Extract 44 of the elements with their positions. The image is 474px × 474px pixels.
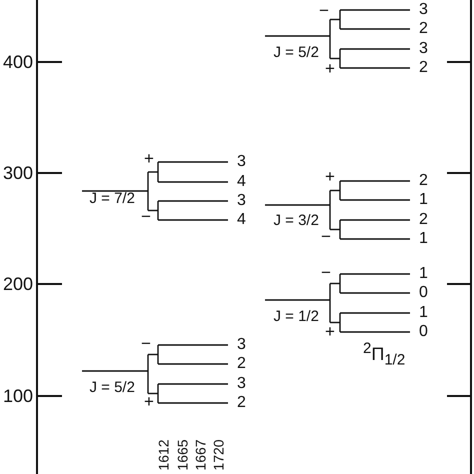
quantum-number-label: J = 1/2 bbox=[274, 308, 319, 324]
axis-tick-label: 300 bbox=[3, 164, 34, 182]
axis-tick-label: 400 bbox=[3, 53, 34, 71]
parity-sign: + bbox=[144, 150, 154, 166]
quantum-number-label: J = 5/2 bbox=[90, 380, 135, 394]
level-number: 2 bbox=[419, 173, 428, 189]
level-number: 1 bbox=[419, 266, 428, 282]
parity-sign: + bbox=[325, 322, 335, 340]
parity-sign: − bbox=[321, 264, 331, 280]
parity-sign: − bbox=[141, 334, 151, 352]
frequency-label: 1665 bbox=[175, 439, 190, 471]
level-number: 2 bbox=[419, 21, 428, 37]
level-number: 3 bbox=[237, 376, 246, 392]
level-number: 0 bbox=[419, 324, 428, 340]
frequency-label: 1720 bbox=[211, 439, 226, 471]
level-number: 1 bbox=[419, 305, 428, 321]
level-number: 2 bbox=[419, 212, 428, 228]
term-symbol: $^{2}$Π$_{1/2}$ bbox=[363, 340, 406, 368]
parity-sign: − bbox=[319, 2, 329, 18]
level-number: 1 bbox=[419, 192, 428, 208]
parity-sign: + bbox=[325, 168, 335, 184]
level-number: 1 bbox=[419, 231, 428, 247]
axis-tick-label: 200 bbox=[3, 275, 34, 293]
level-number: 2 bbox=[419, 60, 428, 76]
quantum-number-label: J = 3/2 bbox=[274, 212, 319, 228]
axis-tick-label: 100 bbox=[3, 387, 34, 405]
level-number: 4 bbox=[237, 174, 246, 190]
level-number: 3 bbox=[419, 2, 428, 18]
level-number: 0 bbox=[419, 285, 428, 301]
quantum-number-label: J = 5/2 bbox=[274, 44, 319, 60]
level-number: 2 bbox=[237, 356, 246, 372]
level-number: 2 bbox=[237, 395, 246, 411]
level-number: 3 bbox=[237, 193, 246, 209]
parity-sign: − bbox=[141, 208, 151, 224]
quantum-number-label: J = 7/2 bbox=[90, 190, 135, 206]
level-number: 3 bbox=[237, 154, 246, 170]
level-number: 3 bbox=[237, 337, 246, 353]
level-number: 3 bbox=[419, 41, 428, 57]
parity-sign: − bbox=[321, 228, 331, 244]
frequency-label: 1667 bbox=[193, 439, 208, 471]
level-number: 4 bbox=[237, 212, 246, 228]
parity-sign: + bbox=[144, 392, 154, 410]
parity-sign: + bbox=[325, 60, 335, 76]
frequency-label: 1612 bbox=[156, 439, 170, 471]
